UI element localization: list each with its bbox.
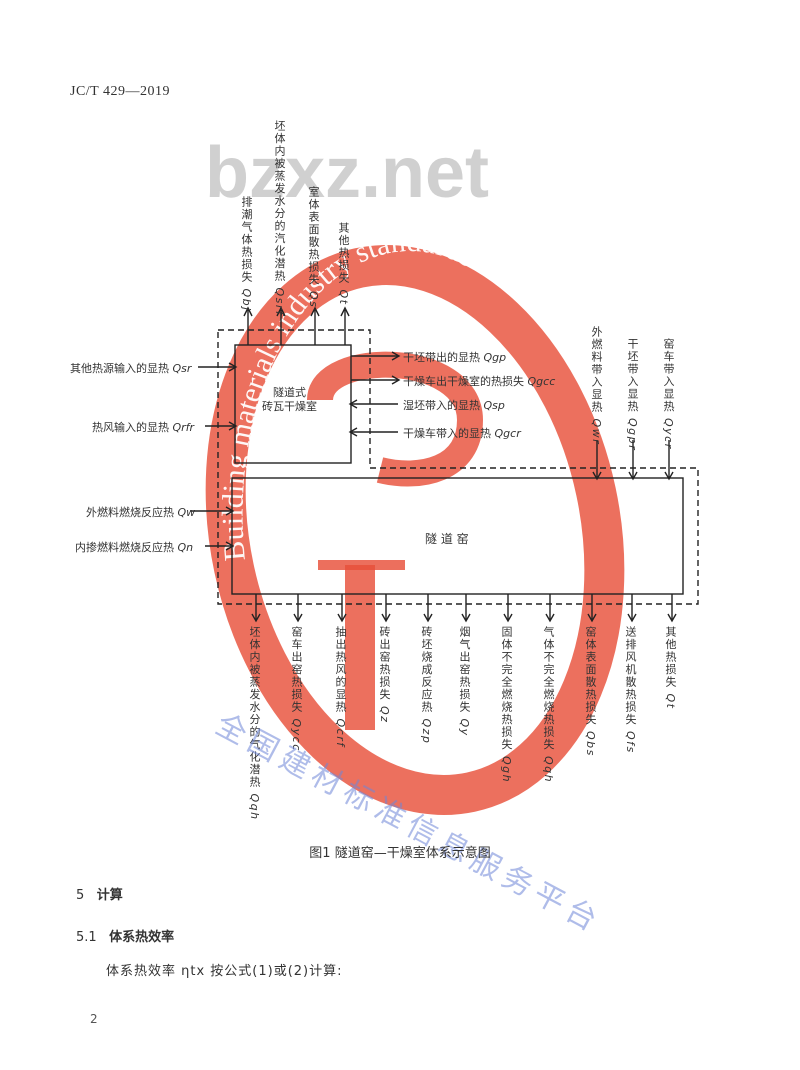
left-input-other-source: 其他热源输入的显热 Qsr [70, 362, 192, 375]
bottom-label-1: 坯体内被蒸发水分的气化潜热 Qqh [248, 626, 261, 821]
left-input-hot-air: 热风输入的显热 Qrfr [92, 421, 195, 434]
dryer-out-dry-brick: 干坯带出的显热 Qgp [403, 351, 507, 364]
bottom-label-7: 固体不完全燃烧热损失 Qgh [500, 626, 513, 784]
bottom-label-4: 砖出窑热损失 Qz [378, 626, 391, 724]
bottom-label-6: 烟气出窑热损失 Qy [458, 626, 471, 737]
section-heading: 5 计算 [76, 888, 123, 903]
top-label-surface: 室体表面散热损失 Qs [307, 186, 320, 309]
dryer-out-dryer-car: 干燥车出干燥室的热损失 Qgcc [403, 375, 556, 388]
bottom-label-3: 抽出热风的显热 Qcrf [334, 626, 347, 748]
figure-caption: 图1 隧道窑—干燥室体系示意图 [309, 846, 491, 861]
kiln-label: 隧 道 窑 [425, 532, 469, 546]
bottom-label-8: 气体不完全燃烧热损失 Qqh [542, 626, 555, 784]
top-label-other: 其他热损失 Qt [337, 222, 350, 306]
bottom-label-11: 其他热损失 Qt [664, 626, 677, 710]
kiln-in-kiln-car: 窑车带入显热 Qycr [662, 338, 675, 450]
kiln-in-dry-brick: 干坯带入显热 Qgpr [626, 338, 639, 452]
subsection-heading: 5.1 体系热效率 [76, 930, 175, 945]
dryer-in-wet-brick: 湿坯带入的显热 Qsp [403, 399, 505, 412]
standard-number: JC/T 429—2019 [70, 84, 170, 99]
left-input-external-fuel: 外燃料燃烧反应热 Qw [86, 506, 196, 519]
top-label-latent: 坯体内被蒸发水分的汽化潜热 Qsrf [273, 120, 286, 317]
left-input-internal-fuel: 内掺燃料燃烧反应热 Qn [75, 541, 194, 554]
kiln-in-fuel: 外燃料带入显热 Qwr [590, 326, 603, 446]
top-label-exhaust: 排潮气体热损失 Qbj [240, 196, 253, 312]
paragraph: 体系热效率 ηtx 按公式(1)或(2)计算: [106, 964, 343, 979]
bottom-label-5: 砖坯烧成反应热 Qzp [420, 626, 433, 745]
dryer-box-label: 隧道式 砖瓦干燥室 [262, 386, 317, 413]
bottom-label-2: 窑车出窑热损失 Qycc [290, 626, 303, 752]
watermark-site: bzxz.net [205, 133, 490, 213]
bottom-label-10: 送排风机散热损失 Qfs [624, 626, 637, 754]
dryer-in-dryer-car: 干燥车带入的显热 Qgcr [403, 427, 521, 440]
bottom-label-9: 窑体表面散热损失 Qbs [584, 626, 597, 757]
page-number: 2 [90, 1012, 98, 1026]
